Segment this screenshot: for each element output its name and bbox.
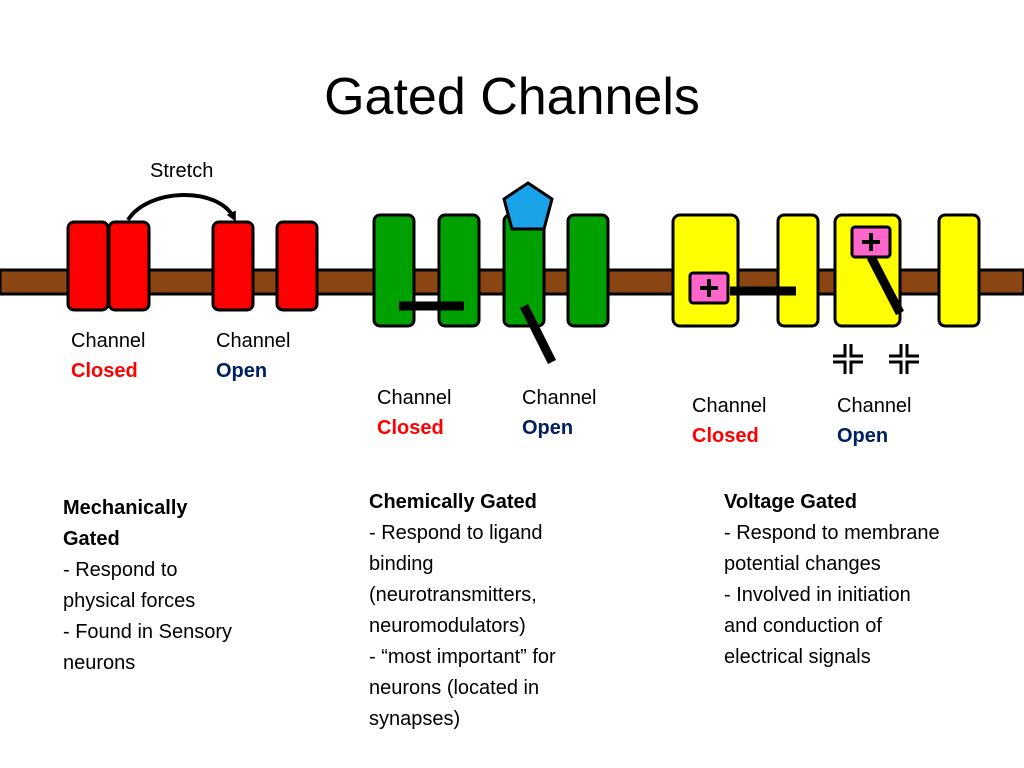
description-line: synapses) — [369, 708, 461, 730]
voltage-heading: Voltage Gated — [724, 491, 857, 513]
voltage-channel-closed — [671, 213, 820, 328]
mechanical-channel-open — [211, 220, 319, 312]
description-line: neurons — [63, 652, 136, 674]
chemical-channel-closed — [372, 213, 481, 328]
mechanical-closed-label: Channel Closed — [71, 330, 146, 382]
external-plus-icon — [833, 344, 863, 374]
ligand-pentagon — [502, 181, 554, 231]
chemical-channel-open — [502, 181, 610, 365]
description-line: - Respond to — [63, 559, 178, 581]
external-plus-icon — [889, 344, 919, 374]
voltage-channel-open — [833, 213, 981, 328]
voltage-closed-label: Channel Closed — [692, 395, 767, 447]
description-line: - Respond to membrane — [724, 522, 940, 544]
page-title: Gated Channels — [324, 68, 700, 126]
description-line: electrical signals — [724, 646, 871, 668]
mechanical-description: Mechanically Gated - Respond to physical… — [63, 493, 232, 679]
description-line: binding — [369, 553, 434, 575]
description-line: - “most important” for — [369, 646, 556, 668]
description-line: (neurotransmitters, — [369, 584, 537, 606]
chemical-heading: Chemically Gated — [369, 491, 537, 513]
description-line: - Found in Sensory — [63, 621, 232, 643]
voltage-open-label: Channel Open — [837, 395, 912, 447]
chemical-description: Chemically Gated - Respond to ligand bin… — [369, 487, 556, 735]
description-line: and conduction of — [724, 615, 882, 637]
description-line: potential changes — [724, 553, 881, 575]
stretch-label: Stretch — [150, 160, 214, 182]
plus-icon — [700, 279, 718, 297]
plus-icon — [862, 233, 880, 251]
description-line: physical forces — [63, 590, 196, 612]
chemical-open-label: Channel Open — [522, 387, 597, 439]
description-line: neurons (located in — [369, 677, 540, 699]
mechanical-heading-line1: Mechanically — [63, 497, 188, 519]
voltage-description: Voltage Gated - Respond to membrane pote… — [724, 487, 940, 673]
chemical-closed-label: Channel Closed — [377, 387, 452, 439]
mechanical-open-label: Channel Open — [216, 330, 291, 382]
description-line: - Involved in initiation — [724, 584, 911, 606]
description-line: - Respond to ligand — [369, 522, 543, 544]
stretch-arrow — [126, 193, 236, 222]
description-line: neuromodulators) — [369, 615, 526, 637]
mechanical-heading-line2: Gated — [63, 528, 120, 550]
voltage-open-gate — [867, 254, 904, 316]
chemical-open-gate — [519, 303, 557, 365]
mechanical-channel-closed — [66, 220, 151, 312]
